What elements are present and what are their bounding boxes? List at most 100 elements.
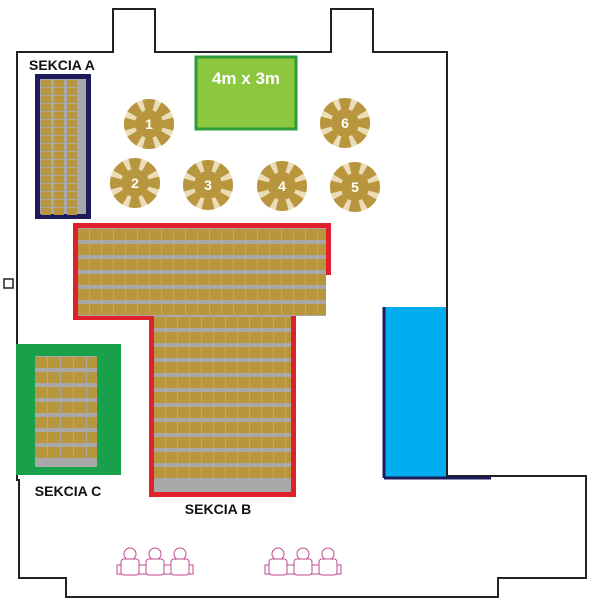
seat: [258, 274, 269, 285]
seat: [286, 317, 291, 328]
table-chair: [338, 136, 352, 149]
seat: [54, 160, 64, 167]
seat: [214, 452, 225, 463]
seat: [166, 347, 177, 358]
seat: [154, 422, 165, 433]
seat: [186, 289, 197, 300]
seat: [226, 437, 237, 448]
seat: [274, 377, 285, 388]
seat: [54, 128, 64, 135]
seat: [150, 259, 161, 270]
seat: [202, 377, 213, 388]
seat: [87, 432, 97, 443]
table-top: [331, 109, 359, 137]
table-chair: [260, 193, 275, 208]
seat: [274, 467, 285, 478]
seat: [282, 259, 293, 270]
chair-seat: [120, 558, 140, 576]
seat: [258, 244, 269, 255]
seat: [250, 317, 261, 328]
seat: [67, 136, 77, 143]
seat: [166, 467, 177, 478]
table-chair: [201, 198, 215, 210]
seat: [306, 289, 317, 300]
seat: [294, 244, 305, 255]
table-chair: [260, 164, 275, 179]
seat: [154, 467, 165, 478]
table-top: [135, 110, 163, 138]
seat: [166, 377, 177, 388]
seat: [138, 289, 149, 300]
seat: [234, 304, 245, 315]
seat: [274, 422, 285, 433]
section-b-stem-seats: [154, 316, 291, 492]
seat: [262, 392, 273, 403]
seat: [166, 392, 177, 403]
seat: [174, 304, 185, 315]
seat: [154, 332, 165, 343]
desk-chair-groups: [116, 547, 342, 576]
seat: [250, 467, 261, 478]
seat: [166, 362, 177, 373]
seat: [41, 208, 51, 215]
seat: [198, 289, 209, 300]
seat: [190, 317, 201, 328]
seat: [54, 184, 64, 191]
seat: [238, 317, 249, 328]
seat: [162, 229, 173, 240]
seat: [138, 304, 149, 315]
seat: [286, 347, 291, 358]
seat: [250, 362, 261, 373]
seat: [274, 452, 285, 463]
seat: [234, 289, 245, 300]
seat: [294, 229, 305, 240]
seat: [226, 467, 237, 478]
seat: [214, 347, 225, 358]
seat: [210, 304, 221, 315]
seat: [74, 417, 86, 428]
table-number: 5: [351, 179, 359, 195]
seat: [150, 229, 161, 240]
table-chair: [109, 176, 122, 190]
section-b-label: SEKCIA B: [185, 501, 251, 517]
seat: [262, 317, 273, 328]
seat: [202, 332, 213, 343]
seat: [174, 229, 185, 240]
seat: [262, 377, 273, 388]
seat: [258, 289, 269, 300]
seat: [154, 317, 165, 328]
seat: [61, 417, 73, 428]
seat: [61, 402, 73, 413]
seat: [87, 447, 97, 458]
seat: [154, 437, 165, 448]
section-b-top-seats: [78, 228, 326, 316]
seat: [238, 362, 249, 373]
seat: [74, 447, 86, 458]
seat: [226, 362, 237, 373]
seat: [114, 274, 125, 285]
seat: [222, 259, 233, 270]
seat: [250, 452, 261, 463]
seat: [114, 304, 125, 315]
table-chair: [113, 190, 128, 205]
seat: [54, 200, 64, 207]
seat: [238, 422, 249, 433]
table-chair: [201, 159, 215, 172]
seat: [246, 274, 257, 285]
seat: [41, 88, 51, 95]
seat: [214, 332, 225, 343]
seat: [198, 259, 209, 270]
seat: [138, 244, 149, 255]
seat: [286, 437, 291, 448]
seat: [222, 304, 233, 315]
seat: [74, 357, 86, 368]
seat: [162, 259, 173, 270]
seat: [87, 417, 97, 428]
seat: [48, 402, 60, 413]
seat: [154, 407, 165, 418]
table-chair: [330, 180, 342, 194]
seat: [282, 229, 293, 240]
chair-back: [271, 547, 285, 561]
seat: [226, 332, 237, 343]
